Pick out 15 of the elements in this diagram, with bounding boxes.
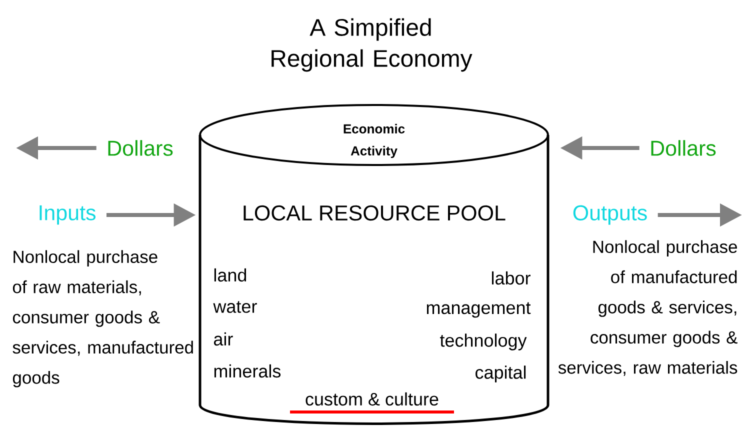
- resource-label: custom & culture: [306, 392, 438, 406]
- label: Dollars: [651, 140, 716, 156]
- label: Dollars: [108, 140, 173, 156]
- resource-label: technology: [440, 334, 527, 350]
- resource-label: minerals: [214, 364, 281, 378]
- resource-label: capital: [476, 366, 526, 382]
- resource-label: water: [213, 301, 257, 313]
- resource-label: management: [426, 302, 531, 318]
- resource-label: land: [214, 268, 246, 282]
- resource-label: air: [214, 332, 233, 346]
- title: A Simpified Regional Economy: [272, 18, 472, 72]
- label: Outputs: [573, 205, 647, 225]
- heading: LOCAL RESOURCE POOL: [244, 205, 506, 221]
- label: Inputs: [40, 205, 96, 225]
- resource-label: labor: [492, 271, 530, 285]
